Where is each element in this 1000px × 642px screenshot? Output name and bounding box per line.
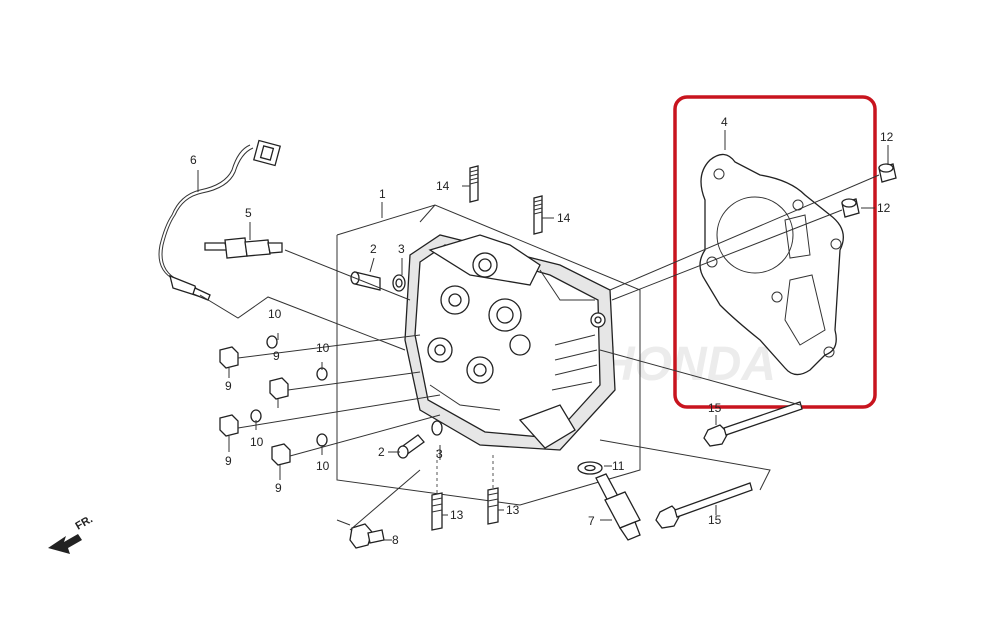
callout-9-a: 9 [225,379,232,393]
callout-leaders [197,130,889,541]
callout-10-a: 10 [268,307,282,321]
callout-5: 5 [245,206,252,220]
callout-4: 4 [721,115,728,129]
callout-3-upper: 3 [398,242,405,256]
callout-12-upper: 12 [880,130,894,144]
dowel-pins [609,163,897,301]
callout-10-c: 10 [250,435,264,449]
leader-lines [199,249,801,531]
callout-9-c: 9 [225,454,232,468]
callout-7: 7 [588,514,595,528]
watermark-text: HONDA [600,338,776,391]
highlight-box [673,95,877,409]
callout-10-b: 10 [316,341,330,355]
callout-10-d: 10 [316,459,330,473]
cylinder-head [404,234,616,451]
front-arrow-icon [48,534,82,554]
callout-2-lower: 2 [378,445,385,459]
callout-14-left: 14 [436,179,450,193]
callout-2-upper: 2 [370,242,377,256]
callout-3-lower: 3 [436,447,443,461]
callout-13-right: 13 [506,503,520,517]
oxygen-sensor [158,139,282,301]
callout-12-lower: 12 [877,201,891,215]
callout-11: 11 [612,459,625,473]
cylinder-head-gasket [699,153,844,376]
long-bolts [655,401,803,529]
callout-9-b: 9 [273,349,280,363]
cylinder-head-assembly-box [336,204,641,506]
callout-6: 6 [190,153,197,167]
temp-sensor-and-washer [577,461,641,541]
callout-8: 8 [392,533,399,547]
callout-15-lower: 15 [708,513,722,527]
plugs-and-seals [350,271,443,459]
callout-14-right: 14 [557,211,571,225]
callout-labels: 6 5 1 2 3 14 14 4 12 12 10 10 10 10 9 9 … [190,115,894,547]
studs-top [469,165,543,235]
callout-9-d: 9 [275,481,282,495]
studs-bottom [431,450,499,531]
callout-15-upper: 15 [708,401,722,415]
callout-1: 1 [379,187,386,201]
spark-plug [204,237,283,259]
callout-13-left: 13 [450,508,464,522]
nuts-and-washers [219,335,328,466]
